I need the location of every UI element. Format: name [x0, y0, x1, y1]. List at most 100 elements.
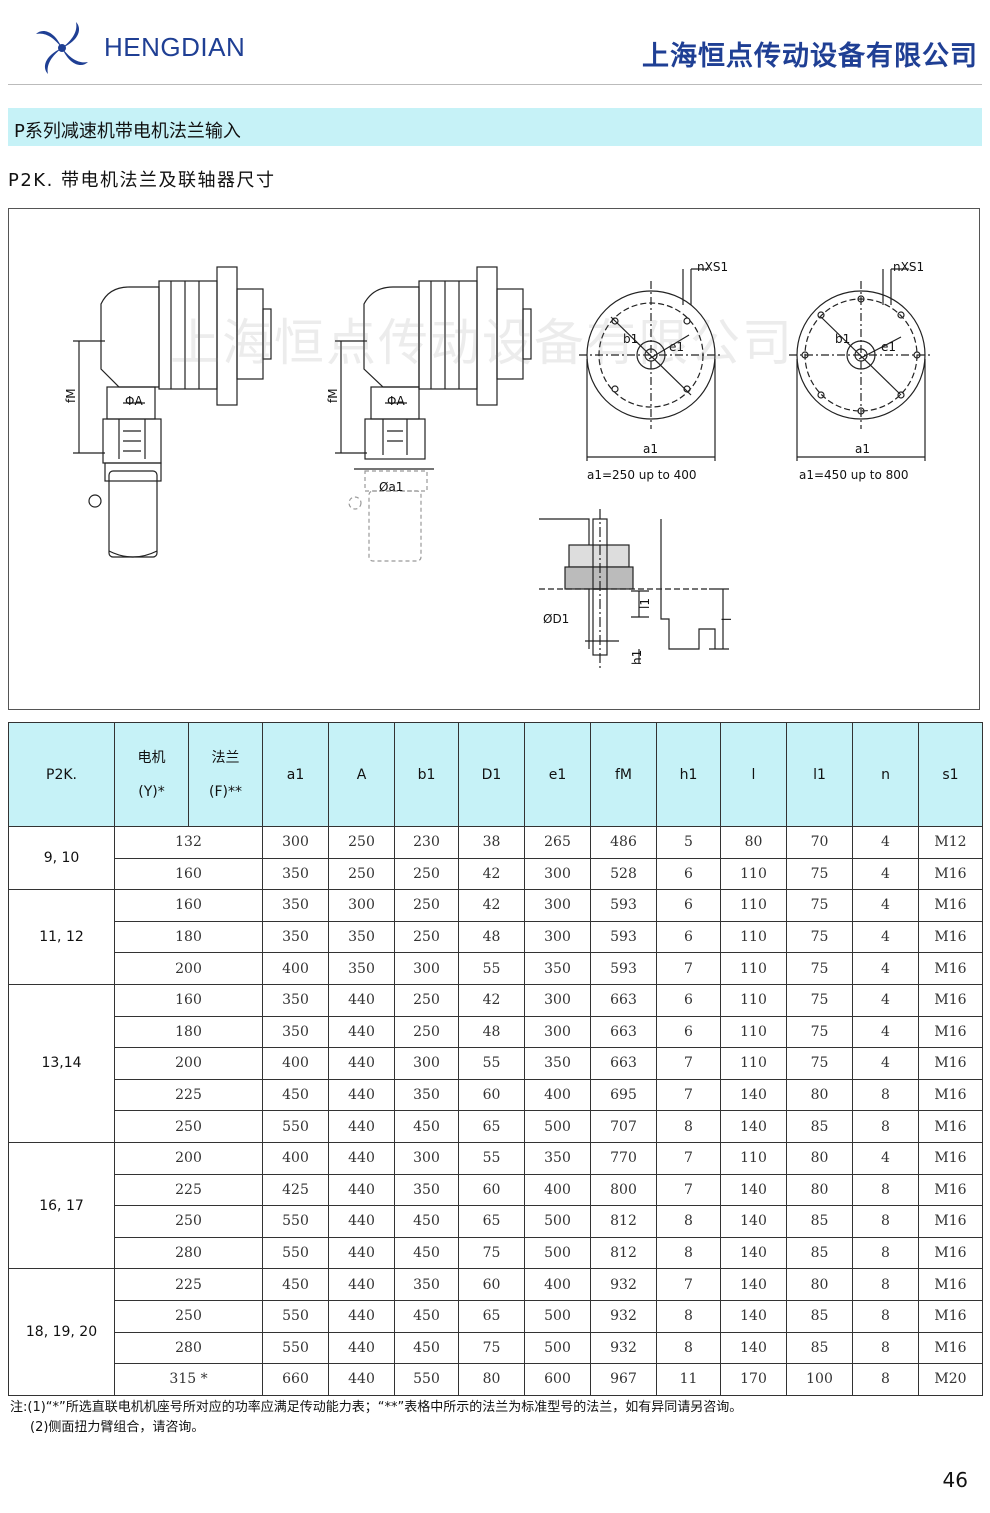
table-cell: 60	[458, 1078, 525, 1112]
table-cell: 110	[720, 1047, 787, 1080]
table-cell: 4	[852, 889, 919, 922]
table-cell: 695	[590, 1078, 657, 1112]
brand-name: HENGDIAN	[104, 32, 246, 62]
table-cell: 8	[656, 1331, 721, 1365]
table-cell: 550	[394, 1363, 459, 1396]
table-cell: 8	[852, 1110, 919, 1143]
table-cell: 110	[720, 1015, 787, 1049]
table-cell: 350	[394, 1173, 459, 1207]
table-cell: M16	[918, 857, 983, 891]
table-cell: 110	[720, 889, 787, 922]
flange-front-view-large	[789, 268, 933, 461]
label-a1-small: a1	[643, 442, 658, 456]
table-cell: 8	[852, 1078, 919, 1112]
table-cell: 48	[458, 1015, 525, 1049]
motor-frame-cell: 250	[114, 1110, 263, 1143]
table-cell: 812	[590, 1205, 657, 1238]
table-cell: M20	[918, 1363, 983, 1396]
table-cell: 65	[458, 1110, 525, 1143]
motor-frame-cell: 200	[114, 1141, 263, 1175]
table-cell: 250	[328, 826, 395, 859]
table-header-row: P2K. 电机 (Y)* 法兰 (F)** a1 A b1 D1 e1 fM h…	[8, 722, 983, 827]
footnote-1: 注:(1)“*”所选直联电机机座号所对应的功率应满足传动能力表；“**”表格中所…	[10, 1400, 743, 1415]
table-cell: 85	[786, 1331, 853, 1365]
table-cell: 250	[394, 889, 459, 922]
motor-frame-cell: 180	[114, 920, 263, 954]
table-cell: 350	[394, 1078, 459, 1112]
table-cell: 55	[458, 952, 525, 985]
label-fm-2: fM	[326, 388, 340, 403]
table-cell: 8	[852, 1236, 919, 1270]
header-p2k: P2K.	[8, 722, 115, 827]
table-cell: 350	[262, 889, 329, 922]
table-cell: 528	[590, 857, 657, 891]
page-header: HENGDIAN 上海恒点传动设备有限公司	[0, 0, 990, 86]
table-cell: 486	[590, 826, 657, 859]
table-cell: 4	[852, 826, 919, 859]
section-title-bar: P系列减速机带电机法兰输入	[8, 108, 982, 146]
table-cell: 250	[394, 1015, 459, 1049]
table-cell: M16	[918, 1015, 983, 1049]
size-group-cell: 11, 12	[8, 889, 115, 985]
label-fm-1: fM	[64, 388, 78, 403]
motor-frame-cell: 225	[114, 1268, 263, 1301]
motor-frame-cell: 180	[114, 1015, 263, 1049]
table-cell: 140	[720, 1110, 787, 1143]
label-h1: h1	[630, 650, 644, 665]
table-cell: 7	[656, 1173, 721, 1207]
table-cell: 440	[328, 983, 395, 1017]
table-cell: 140	[720, 1173, 787, 1207]
header-a1: a1	[262, 722, 329, 827]
label-phia-2: ΦA	[387, 394, 405, 408]
table-cell: M16	[918, 1047, 983, 1080]
header-l: l	[720, 722, 787, 827]
subtitle: P2K. 带电机法兰及联轴器尺寸	[8, 170, 276, 191]
label-b1-small: b1	[623, 332, 638, 346]
table-cell: 440	[328, 1236, 395, 1270]
table-cell: M16	[918, 952, 983, 985]
table-cell: 300	[262, 826, 329, 859]
table-cell: 350	[262, 920, 329, 954]
table-cell: 500	[524, 1205, 591, 1238]
coupling-section-view	[539, 509, 729, 669]
table-cell: 350	[262, 983, 329, 1017]
table-cell: 55	[458, 1141, 525, 1175]
reducer-side-view-1	[73, 266, 272, 558]
table-cell: 85	[786, 1236, 853, 1270]
header-A: A	[328, 722, 395, 827]
table-cell: 8	[852, 1363, 919, 1396]
table-cell: 4	[852, 983, 919, 1017]
table-cell: 8	[852, 1268, 919, 1301]
table-cell: 38	[458, 826, 525, 859]
motor-frame-cell: 160	[114, 983, 263, 1017]
label-phid1: ØD1	[543, 612, 569, 626]
table-cell: 350	[328, 952, 395, 985]
table-cell: 300	[394, 1141, 459, 1175]
table-cell: 42	[458, 889, 525, 922]
table-cell: 75	[786, 1047, 853, 1080]
table-cell: 80	[720, 826, 787, 859]
table-cell: 70	[786, 826, 853, 859]
table-cell: 65	[458, 1205, 525, 1238]
table-cell: 425	[262, 1173, 329, 1207]
table-cell: 7	[656, 1268, 721, 1301]
table-cell: 550	[262, 1331, 329, 1365]
table-cell: 440	[328, 1173, 395, 1207]
header-b1: b1	[394, 722, 459, 827]
table-cell: 60	[458, 1268, 525, 1301]
table-cell: 42	[458, 857, 525, 891]
table-cell: 4	[852, 952, 919, 985]
table-cell: 250	[328, 857, 395, 891]
table-cell: 11	[656, 1363, 721, 1396]
table-cell: 450	[394, 1205, 459, 1238]
table-cell: 55	[458, 1047, 525, 1080]
table-cell: 440	[328, 1047, 395, 1080]
motor-frame-cell: 280	[114, 1236, 263, 1270]
table-cell: 110	[720, 920, 787, 954]
